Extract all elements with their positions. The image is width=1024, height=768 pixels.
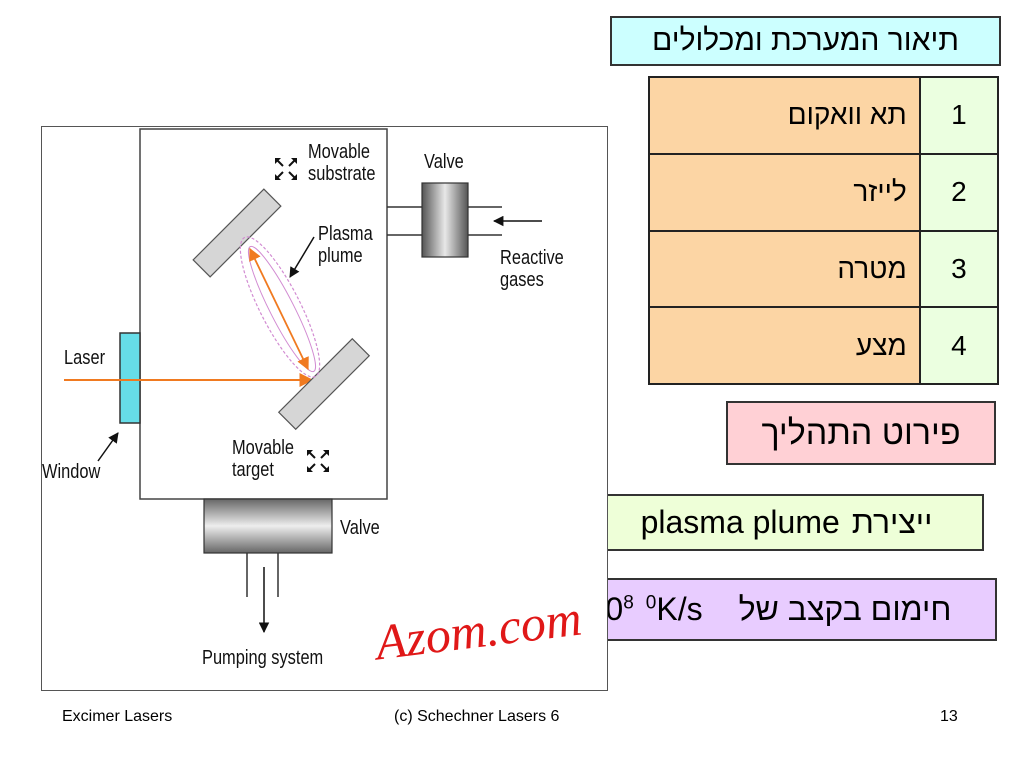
heating-exponent: 8 [623,592,634,614]
component-number: 3 [918,229,1000,309]
heating-hebrew-text: חימום בקצב של [738,591,952,627]
top-valve [421,182,469,258]
table-row: מטרה 3 [648,229,1000,309]
heating-rate-box: 1080K/s חימום בקצב של [542,578,997,641]
component-number: 2 [918,152,1000,232]
laser-label: Laser [64,347,106,369]
table-row: תא וואקום 1 [648,76,1000,155]
component-name: לייזר [648,152,921,232]
component-name: מצע [648,306,921,385]
plume-english-text: plasma plume [640,504,840,540]
plume-axis-arrow [249,247,309,371]
label-line: Plasma [318,223,373,245]
bottom-valve-label: Valve [340,517,380,539]
move-arrows-icon [307,450,329,472]
footer-left: Excimer Lasers [62,708,173,725]
heating-unit: K/s [656,591,703,627]
components-table: תא וואקום 1 לייזר 2 מטרה 3 מצע 4 [648,76,1000,385]
table-row: לייזר 2 [648,152,1000,232]
label-line: substrate [308,163,376,185]
component-name: מטרה [648,229,921,309]
process-title: פירוט התהליך [726,401,996,465]
move-arrows-icon [275,158,297,180]
plume-creation-box: plasma plume ייצירת [589,494,984,551]
movable-substrate [192,188,282,278]
label-line: Movable [308,141,370,163]
window-label: Window [42,461,101,483]
component-number: 1 [918,76,1000,155]
components-title: תיאור המערכת ומכלולים [610,16,1001,66]
footer-center: (c) Schechner Lasers 6 [394,708,560,725]
plasma-label-arrow [289,236,315,278]
pumping-system-label: Pumping system [202,647,324,669]
component-number: 4 [918,306,1000,385]
label-line: Reactive [500,247,564,269]
movable-target [277,337,371,431]
label-line: Movable [232,437,294,459]
table-row: מצע 4 [648,306,1000,385]
window [119,332,141,424]
label-line: plume [318,245,363,267]
window-label-arrow [97,432,119,462]
page-number: 13 [940,708,958,725]
plume-hebrew-text: ייצירת [851,504,933,540]
degree-superscript: 0 [645,592,657,614]
bottom-valve [203,498,333,554]
label-line: target [232,459,274,481]
component-name: תא וואקום [648,76,921,155]
label-line: gases [500,269,544,291]
top-valve-label: Valve [424,151,464,173]
diagram-drawing [64,128,542,634]
